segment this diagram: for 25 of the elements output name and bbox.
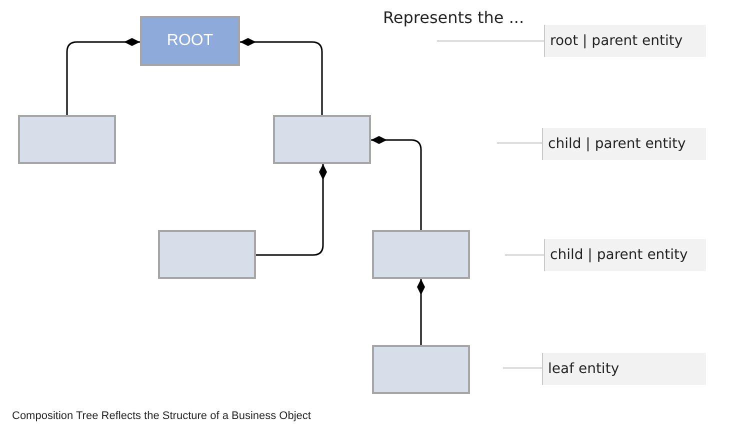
node-label: ROOT <box>166 32 214 50</box>
entity-box <box>158 230 256 279</box>
label-box <box>542 353 706 385</box>
composition-connector <box>371 136 422 230</box>
composition-connector <box>240 38 323 115</box>
node-label: child | parent entity <box>548 136 686 152</box>
leader-line <box>436 40 544 42</box>
leader-line <box>504 254 544 256</box>
entity-box <box>273 115 371 164</box>
node-label: root | parent entity <box>550 33 683 49</box>
composition-connector <box>66 38 140 115</box>
label-box <box>544 239 706 271</box>
heading-note: Represents the ... <box>383 8 524 27</box>
node-label: leaf entity <box>548 361 620 377</box>
node-label: child | parent entity <box>550 247 688 263</box>
composition-connector <box>256 164 327 256</box>
caption: Composition Tree Reflects the Structure of a Business Object <box>12 410 311 422</box>
entity-box <box>18 115 116 164</box>
leader-line <box>496 142 542 144</box>
composition-connector <box>417 279 425 345</box>
label-box <box>544 25 706 57</box>
label-box <box>542 128 706 160</box>
entity-box <box>372 345 470 394</box>
entity-box <box>372 230 470 279</box>
root-entity-box <box>140 16 240 66</box>
